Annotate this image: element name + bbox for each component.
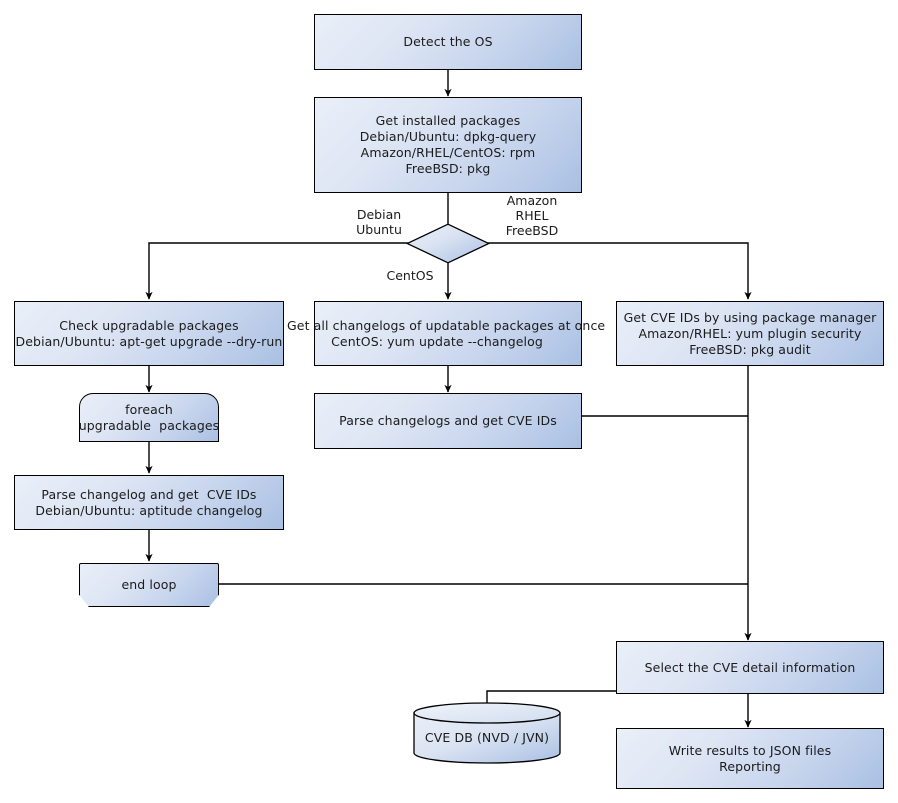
- node-write-results-label: Write results to JSON files Reporting: [668, 742, 832, 774]
- edge-decision-left: [145, 242, 408, 300]
- node-select-cve-detail[interactable]: Select the CVE detail information: [616, 641, 884, 694]
- node-cve-db[interactable]: CVE DB (NVD / JVN): [413, 702, 561, 764]
- edge-decision-right: [488, 242, 752, 300]
- node-write-results[interactable]: Write results to JSON files Reporting: [616, 728, 884, 789]
- node-get-installed-packages-label: Get installed packages Debian/Ubuntu: dp…: [359, 113, 537, 176]
- node-foreach-loop-label: foreach upgradable packages: [78, 401, 220, 433]
- node-parse-changelogs-cve[interactable]: Parse changelogs and get CVE IDs: [314, 393, 582, 449]
- branch-label-centos: CentOS: [386, 268, 434, 283]
- cylinder-shape: [413, 702, 561, 764]
- node-foreach-loop[interactable]: foreach upgradable packages: [79, 393, 219, 442]
- node-cve-db-label: CVE DB (NVD / JVN): [424, 729, 550, 745]
- node-detect-os[interactable]: Detect the OS: [314, 14, 582, 70]
- node-get-all-changelogs[interactable]: Get all changelogs of updatable packages…: [287, 301, 605, 366]
- node-get-cve-ids-pkgmgr-label: Get CVE IDs by using package manager Ama…: [623, 309, 877, 357]
- node-get-installed-packages[interactable]: Get installed packages Debian/Ubuntu: dp…: [314, 97, 582, 193]
- node-detect-os-label: Detect the OS: [403, 34, 493, 49]
- branch-label-amazon-rhel-freebsd: Amazon RHEL FreeBSD: [505, 193, 559, 238]
- node-end-loop[interactable]: end loop: [79, 563, 219, 607]
- node-parse-changelogs-cve-label: Parse changelogs and get CVE IDs: [339, 413, 557, 428]
- branch-label-debian-ubuntu: Debian Ubuntu: [356, 207, 402, 237]
- node-check-upgradable[interactable]: Check upgradable packages Debian/Ubuntu:…: [14, 301, 284, 366]
- node-os-decision[interactable]: [406, 223, 490, 264]
- node-parse-changelog-cve[interactable]: Parse changelog and get CVE IDs Debian/U…: [14, 475, 284, 530]
- diamond-shape: [406, 223, 490, 264]
- node-select-cve-detail-label: Select the CVE detail information: [644, 659, 856, 675]
- node-get-cve-ids-pkgmgr[interactable]: Get CVE IDs by using package manager Ama…: [616, 301, 884, 366]
- node-get-all-changelogs-label: Get all changelogs of updatable packages…: [287, 317, 606, 349]
- node-parse-changelog-cve-label: Parse changelog and get CVE IDs Debian/U…: [35, 486, 263, 518]
- node-check-upgradable-label: Check upgradable packages Debian/Ubuntu:…: [15, 317, 283, 349]
- node-end-loop-label: end loop: [121, 577, 177, 592]
